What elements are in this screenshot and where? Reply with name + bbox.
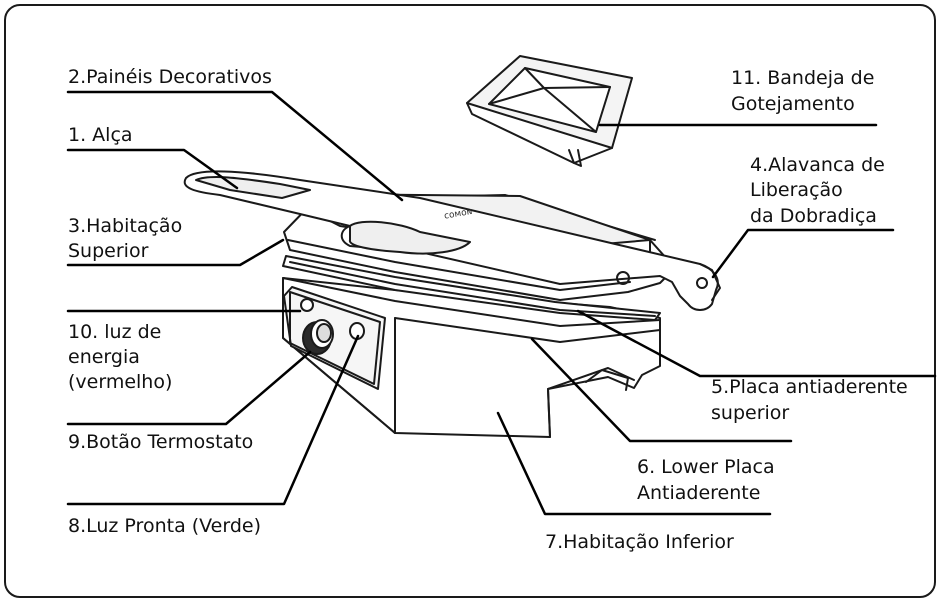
- label-botao-termostato: 9.Botão Termostato: [68, 431, 254, 453]
- leader-habitacao-inferior: [496, 411, 772, 516]
- label-bandeja-2: Gotejamento: [731, 93, 855, 115]
- label-habitacao-superior-1: 3.Habitação: [68, 215, 183, 237]
- handle-assembly: [183, 170, 721, 311]
- leader-termostato: [66, 350, 312, 426]
- power-light-icon: [300, 298, 314, 312]
- label-alavanca-1: 4.Alavanca de: [750, 154, 885, 176]
- label-placa-inferior-1: 6. Lower Placa: [637, 456, 775, 478]
- lower-plate: [282, 255, 661, 343]
- label-paineis-decorativos: 2.Painéis Decorativos: [68, 66, 272, 88]
- leader-paineis: [66, 90, 404, 202]
- label-luz-energia-1: 10. luz de: [68, 321, 162, 343]
- label-placa-superior-2: superior: [711, 402, 790, 424]
- leader-luz-pronta: [66, 334, 360, 506]
- drip-tray: [466, 55, 633, 167]
- label-alavanca-2: Liberação: [750, 179, 843, 201]
- control-panel: [283, 286, 386, 390]
- leader-habitacao-superior: [66, 238, 285, 267]
- label-luz-energia-2: energia: [68, 346, 140, 368]
- leader-alavanca: [711, 228, 895, 279]
- label-luz-pronta: 8.Luz Pronta (Verde): [68, 515, 262, 537]
- label-bandeja-1: 11. Bandeja de: [731, 67, 875, 89]
- label-habitacao-inferior: 7.Habitação Inferior: [545, 531, 734, 553]
- diagram-frame: [4, 4, 936, 598]
- label-habitacao-superior-2: Superior: [68, 240, 149, 262]
- brand-mark: ᴄᴏᴍᴏɴ: [443, 207, 473, 222]
- leader-placa-superior: [576, 309, 937, 378]
- label-placa-superior-1: 5.Placa antiaderente: [711, 376, 908, 398]
- label-luz-energia-3: (vermelho): [68, 371, 173, 393]
- label-placa-inferior-2: Antiaderente: [637, 482, 761, 504]
- leader-alca: [66, 148, 239, 190]
- label-alca: 1. Alça: [68, 124, 133, 146]
- thermostat-knob: [302, 319, 334, 355]
- leader-placa-inferior: [530, 337, 793, 443]
- label-alavanca-3: da Dobradiça: [750, 205, 877, 227]
- leader-lines: [66, 90, 937, 516]
